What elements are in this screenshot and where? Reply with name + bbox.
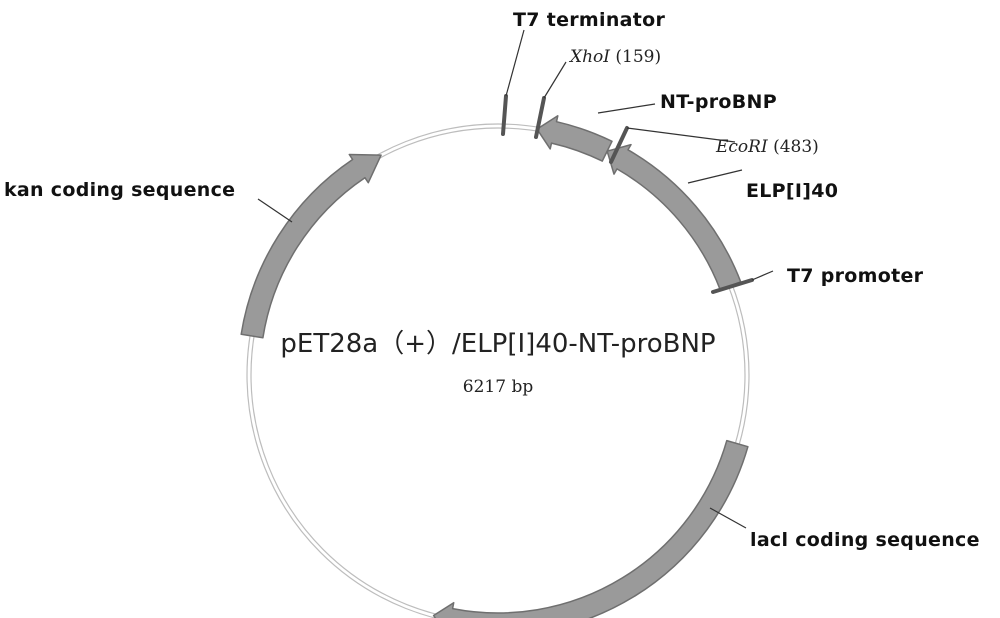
- kan-leader: [257, 198, 293, 223]
- ecori-name: EcoRI: [715, 137, 768, 157]
- lacl-coding-sequence-label: lacl coding sequence: [750, 529, 980, 551]
- t7-terminator-label: T7 terminator: [513, 9, 666, 31]
- plasmid-size: 6217 bp: [463, 377, 534, 397]
- kan-coding-sequence-arrow: [240, 153, 382, 339]
- plasmid-backbone: [246, 123, 750, 618]
- t7-promoter-leader: [751, 270, 774, 281]
- t7-promoter-marker: [711, 278, 754, 294]
- ecori-position: (483): [773, 137, 819, 157]
- nt-probnp-arrow: [536, 115, 613, 162]
- kan-coding-sequence-label: kan coding sequence: [4, 179, 235, 201]
- t7-promoter-label: T7 promoter: [787, 265, 924, 287]
- elp-label: ELP[I]40: [746, 180, 838, 202]
- xhoi-position: (159): [615, 47, 661, 67]
- ecori-site-marker: [609, 126, 629, 164]
- elp-leader: [687, 169, 743, 184]
- ecori-label: EcoRI (483): [715, 137, 819, 157]
- nt-probnp-label: NT-proBNP: [660, 91, 777, 113]
- t7-terminator-marker: [501, 94, 508, 136]
- xhoi-label: XhoI (159): [568, 47, 661, 67]
- xhoi-name: XhoI: [568, 47, 610, 67]
- xhoi-site-marker: [534, 96, 546, 139]
- elp-arrow: [606, 143, 742, 291]
- plasmid-name: pET28a（+）/ELP[I]40-NT-proBNP: [280, 329, 715, 359]
- xhoi-leader: [543, 61, 567, 99]
- ecori-leader: [626, 127, 736, 143]
- nt-probnp-leader: [597, 103, 656, 114]
- t7-terminator-leader: [505, 29, 525, 97]
- lacl-leader: [709, 507, 747, 529]
- lacl-coding-sequence-arrow: [432, 439, 749, 618]
